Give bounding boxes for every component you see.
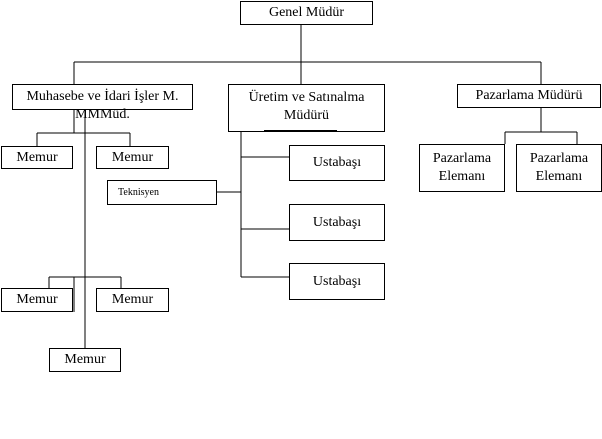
- ustabasi-node-1: Ustabaşı: [289, 145, 385, 181]
- memur-label-5: Memur: [64, 352, 106, 367]
- genel-mudur-label: Genel Müdür: [268, 5, 345, 20]
- pazarlama-elemani-node-1: Pazarlama Elemanı: [419, 144, 505, 192]
- memur-node-3: Memur: [1, 288, 73, 312]
- teknisyen-node: Teknisyen: [107, 180, 217, 205]
- ustabasi-node-2: Ustabaşı: [289, 204, 385, 241]
- memur-node-4: Memur: [96, 288, 169, 312]
- memur-node-2: Memur: [96, 146, 169, 169]
- pazarlama-elemani-node-2: Pazarlama Elemanı: [516, 144, 602, 192]
- uretim-node: Üretim ve Satınalma Müdürü: [228, 84, 385, 132]
- memur-label-2: Memur: [111, 149, 154, 165]
- muhasebe-node: Muhasebe ve İdari İşler M. MMMüd.: [12, 84, 193, 122]
- uretim-label: Üretim ve Satınalma Müdürü: [248, 90, 365, 123]
- ustabasi-label-1: Ustabaşı: [312, 155, 362, 170]
- ustabasi-label-3: Ustabaşı: [312, 273, 362, 289]
- uretim-underline: [264, 130, 337, 132]
- ustabasi-node-3: Ustabaşı: [289, 263, 385, 300]
- pazarlama-mudur-label: Pazarlama Müdürü: [475, 88, 583, 103]
- pazarlama-elemani-label-1: Pazarlama Elemanı: [432, 151, 492, 184]
- memur-label-1: Memur: [16, 149, 58, 165]
- ustabasi-label-2: Ustabaşı: [312, 214, 362, 230]
- pazarlama-elemani-label-2: Pazarlama Elemanı: [529, 151, 589, 184]
- memur-label-3: Memur: [16, 292, 58, 307]
- memur-node-5: Memur: [49, 348, 121, 372]
- pazarlama-mudur-node: Pazarlama Müdürü: [457, 84, 601, 108]
- memur-label-4: Memur: [111, 292, 154, 307]
- memur-node-1: Memur: [1, 146, 73, 169]
- muhasebe-label: Muhasebe ve İdari İşler M. MMMüd.: [26, 89, 179, 122]
- teknisyen-label: Teknisyen: [118, 186, 159, 198]
- genel-mudur-node: Genel Müdür: [240, 1, 373, 25]
